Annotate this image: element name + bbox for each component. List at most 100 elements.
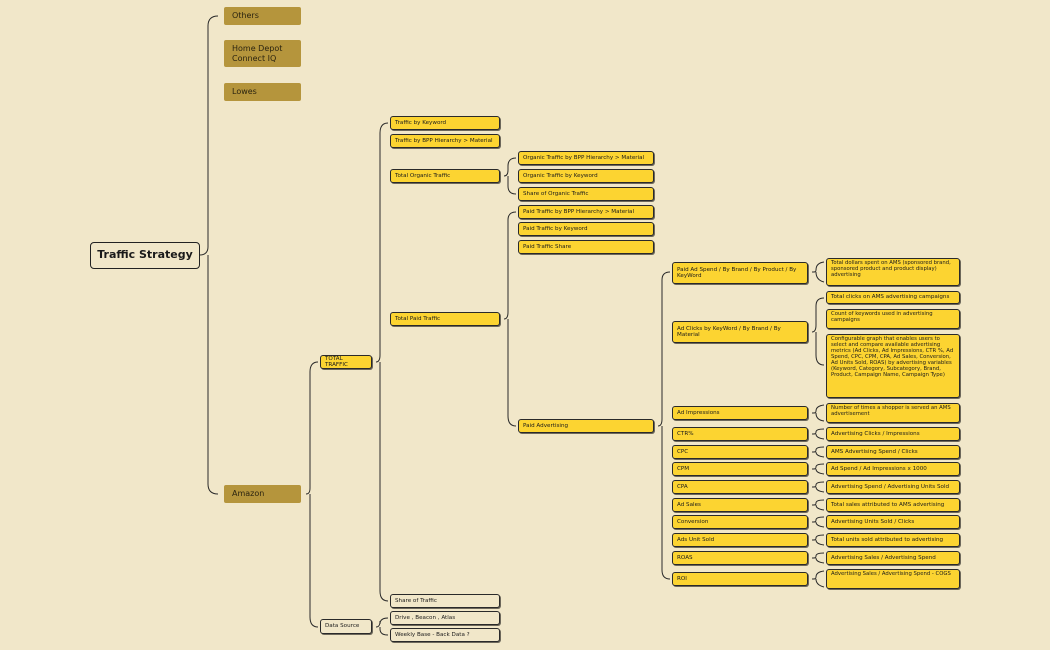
brace-datasource — [375, 617, 389, 636]
desc-cpa[interactable]: Advertising Spend / Advertising Units So… — [826, 480, 960, 494]
node-cpm[interactable]: CPM — [672, 462, 808, 476]
node-paid-traffic-share[interactable]: Paid Traffic Share — [518, 240, 654, 254]
node-ad-sales[interactable]: Ad Sales — [672, 498, 808, 512]
node-label: Share of Organic Traffic — [523, 190, 589, 197]
node-roi[interactable]: ROI — [672, 572, 808, 586]
node-label: Total Paid Traffic — [395, 315, 441, 322]
node-label: Advertising Units Sold / Clicks — [831, 518, 915, 525]
desc-cpc[interactable]: AMS Advertising Spend / Clicks — [826, 445, 960, 459]
desc-roi[interactable]: Advertising Sales / Advertising Spend - … — [826, 569, 960, 589]
node-label: CTR% — [677, 430, 694, 437]
node-label: Advertising Spend / Advertising Units So… — [831, 483, 950, 490]
desc-clicks-graph[interactable]: Configurable graph that enables users to… — [826, 334, 960, 398]
brace-root — [199, 15, 219, 495]
node-paid-by-bpp[interactable]: Paid Traffic by BPP Hierarchy > Material — [518, 205, 654, 219]
brace-ctr — [811, 428, 825, 440]
node-label: Amazon — [232, 489, 265, 499]
node-label: Total clicks on AMS advertising campaign… — [831, 294, 950, 301]
node-label: Lowes — [232, 87, 257, 97]
desc-ctr[interactable]: Advertising Clicks / Impressions — [826, 427, 960, 441]
desc-clicks-total[interactable]: Total clicks on AMS advertising campaign… — [826, 291, 960, 304]
node-label: Ad Sales — [677, 501, 701, 508]
node-label: Total sales attributed to AMS advertisin… — [831, 501, 945, 508]
brace-adspend — [811, 261, 825, 283]
desc-clicks-keywords[interactable]: Count of keywords used in advertising ca… — [826, 309, 960, 329]
node-ad-impressions[interactable]: Ad Impressions — [672, 406, 808, 420]
node-organic-by-bpp[interactable]: Organic Traffic by BPP Hierarchy > Mater… — [518, 151, 654, 165]
node-cpa[interactable]: CPA — [672, 480, 808, 494]
brace-adclicks — [811, 297, 825, 366]
node-label: Conversion — [677, 518, 709, 525]
node-traffic-by-keyword[interactable]: Traffic by Keyword — [390, 116, 500, 130]
brace-paid — [503, 211, 517, 427]
node-label: Ads Unit Sold — [677, 536, 715, 543]
brace-adsales — [811, 499, 825, 511]
node-label: Configurable graph that enables users to… — [831, 336, 954, 379]
node-label: Share of Traffic — [395, 597, 437, 604]
node-label: Ad Clicks by KeyWord / By Brand / By Mat… — [677, 325, 781, 338]
node-label: TOTAL TRAFFIC — [325, 355, 348, 368]
node-organic-by-keyword[interactable]: Organic Traffic by Keyword — [518, 169, 654, 183]
node-label: Advertising Clicks / Impressions — [831, 430, 920, 437]
desc-ad-spend[interactable]: Total dollars spent on AMS (sponsored br… — [826, 258, 960, 286]
node-label: Paid Traffic by Keyword — [523, 225, 588, 232]
node-label: Total Organic Traffic — [395, 172, 451, 179]
brace-total — [375, 122, 389, 602]
node-ads-unit-sold[interactable]: Ads Unit Sold — [672, 533, 808, 547]
desc-roas[interactable]: Advertising Sales / Advertising Spend — [826, 551, 960, 565]
node-lowes[interactable]: Lowes — [224, 83, 301, 101]
node-label: ROAS — [677, 554, 693, 561]
node-others[interactable]: Others — [224, 7, 301, 25]
brace-conversion — [811, 516, 825, 528]
node-home-depot[interactable]: Home Depot Connect IQ — [224, 40, 301, 67]
brace-impressions — [811, 404, 825, 422]
node-label: Paid Traffic Share — [523, 243, 572, 250]
node-ad-spend[interactable]: Paid Ad Spend / By Brand / By Product / … — [672, 262, 808, 284]
desc-conversion[interactable]: Advertising Units Sold / Clicks — [826, 515, 960, 529]
desc-impressions[interactable]: Number of times a shopper is served an A… — [826, 403, 960, 423]
node-label: Organic Traffic by Keyword — [523, 172, 598, 179]
desc-ads-unit-sold[interactable]: Total units sold attributed to advertisi… — [826, 533, 960, 547]
node-label: Home Depot Connect IQ — [232, 44, 283, 63]
node-label: AMS Advertising Spend / Clicks — [831, 448, 918, 455]
node-ctr[interactable]: CTR% — [672, 427, 808, 441]
node-label: Advertising Sales / Advertising Spend - … — [831, 571, 951, 577]
node-label: CPC — [677, 448, 689, 455]
node-total-organic-traffic[interactable]: Total Organic Traffic — [390, 169, 500, 183]
node-label: Drive , Beacon , Atlas — [395, 614, 456, 621]
node-total-traffic[interactable]: TOTAL TRAFFIC — [320, 355, 372, 369]
node-amazon[interactable]: Amazon — [224, 485, 301, 503]
node-label: CPA — [677, 483, 688, 490]
desc-ad-sales[interactable]: Total sales attributed to AMS advertisin… — [826, 498, 960, 512]
node-paid-by-keyword[interactable]: Paid Traffic by Keyword — [518, 222, 654, 236]
node-conversion[interactable]: Conversion — [672, 515, 808, 529]
node-label: Traffic by Keyword — [395, 119, 447, 126]
node-label: Data Source — [325, 623, 360, 630]
node-label: ROI — [677, 575, 687, 582]
brace-cpa — [811, 481, 825, 493]
node-share-of-traffic[interactable]: Share of Traffic — [390, 594, 500, 608]
root-node[interactable]: Traffic Strategy — [90, 242, 200, 269]
node-label: Paid Traffic by BPP Hierarchy > Material — [523, 208, 635, 215]
node-ad-clicks[interactable]: Ad Clicks by KeyWord / By Brand / By Mat… — [672, 321, 808, 343]
node-label: Number of times a shopper is served an A… — [831, 405, 951, 418]
node-label: Total units sold attributed to advertisi… — [831, 536, 944, 543]
brace-roas — [811, 552, 825, 564]
node-label: Advertising Sales / Advertising Spend — [831, 554, 936, 561]
desc-cpm[interactable]: Ad Spend / Ad Impressions x 1000 — [826, 462, 960, 476]
node-roas[interactable]: ROAS — [672, 551, 808, 565]
node-drive-beacon-atlas[interactable]: Drive , Beacon , Atlas — [390, 611, 500, 625]
node-label: Paid Advertising — [523, 422, 569, 429]
node-share-of-organic[interactable]: Share of Organic Traffic — [518, 187, 654, 201]
node-paid-advertising[interactable]: Paid Advertising — [518, 419, 654, 433]
node-cpc[interactable]: CPC — [672, 445, 808, 459]
node-data-source[interactable]: Data Source — [320, 619, 372, 634]
node-label: Weekly Base - Back Data ? — [395, 631, 470, 638]
node-traffic-by-bpp[interactable]: Traffic by BPP Hierarchy > Material — [390, 134, 500, 148]
node-label: CPM — [677, 465, 690, 472]
node-total-paid-traffic[interactable]: Total Paid Traffic — [390, 312, 500, 326]
node-weekly-base[interactable]: Weekly Base - Back Data ? — [390, 628, 500, 642]
brace-adsunits — [811, 534, 825, 546]
